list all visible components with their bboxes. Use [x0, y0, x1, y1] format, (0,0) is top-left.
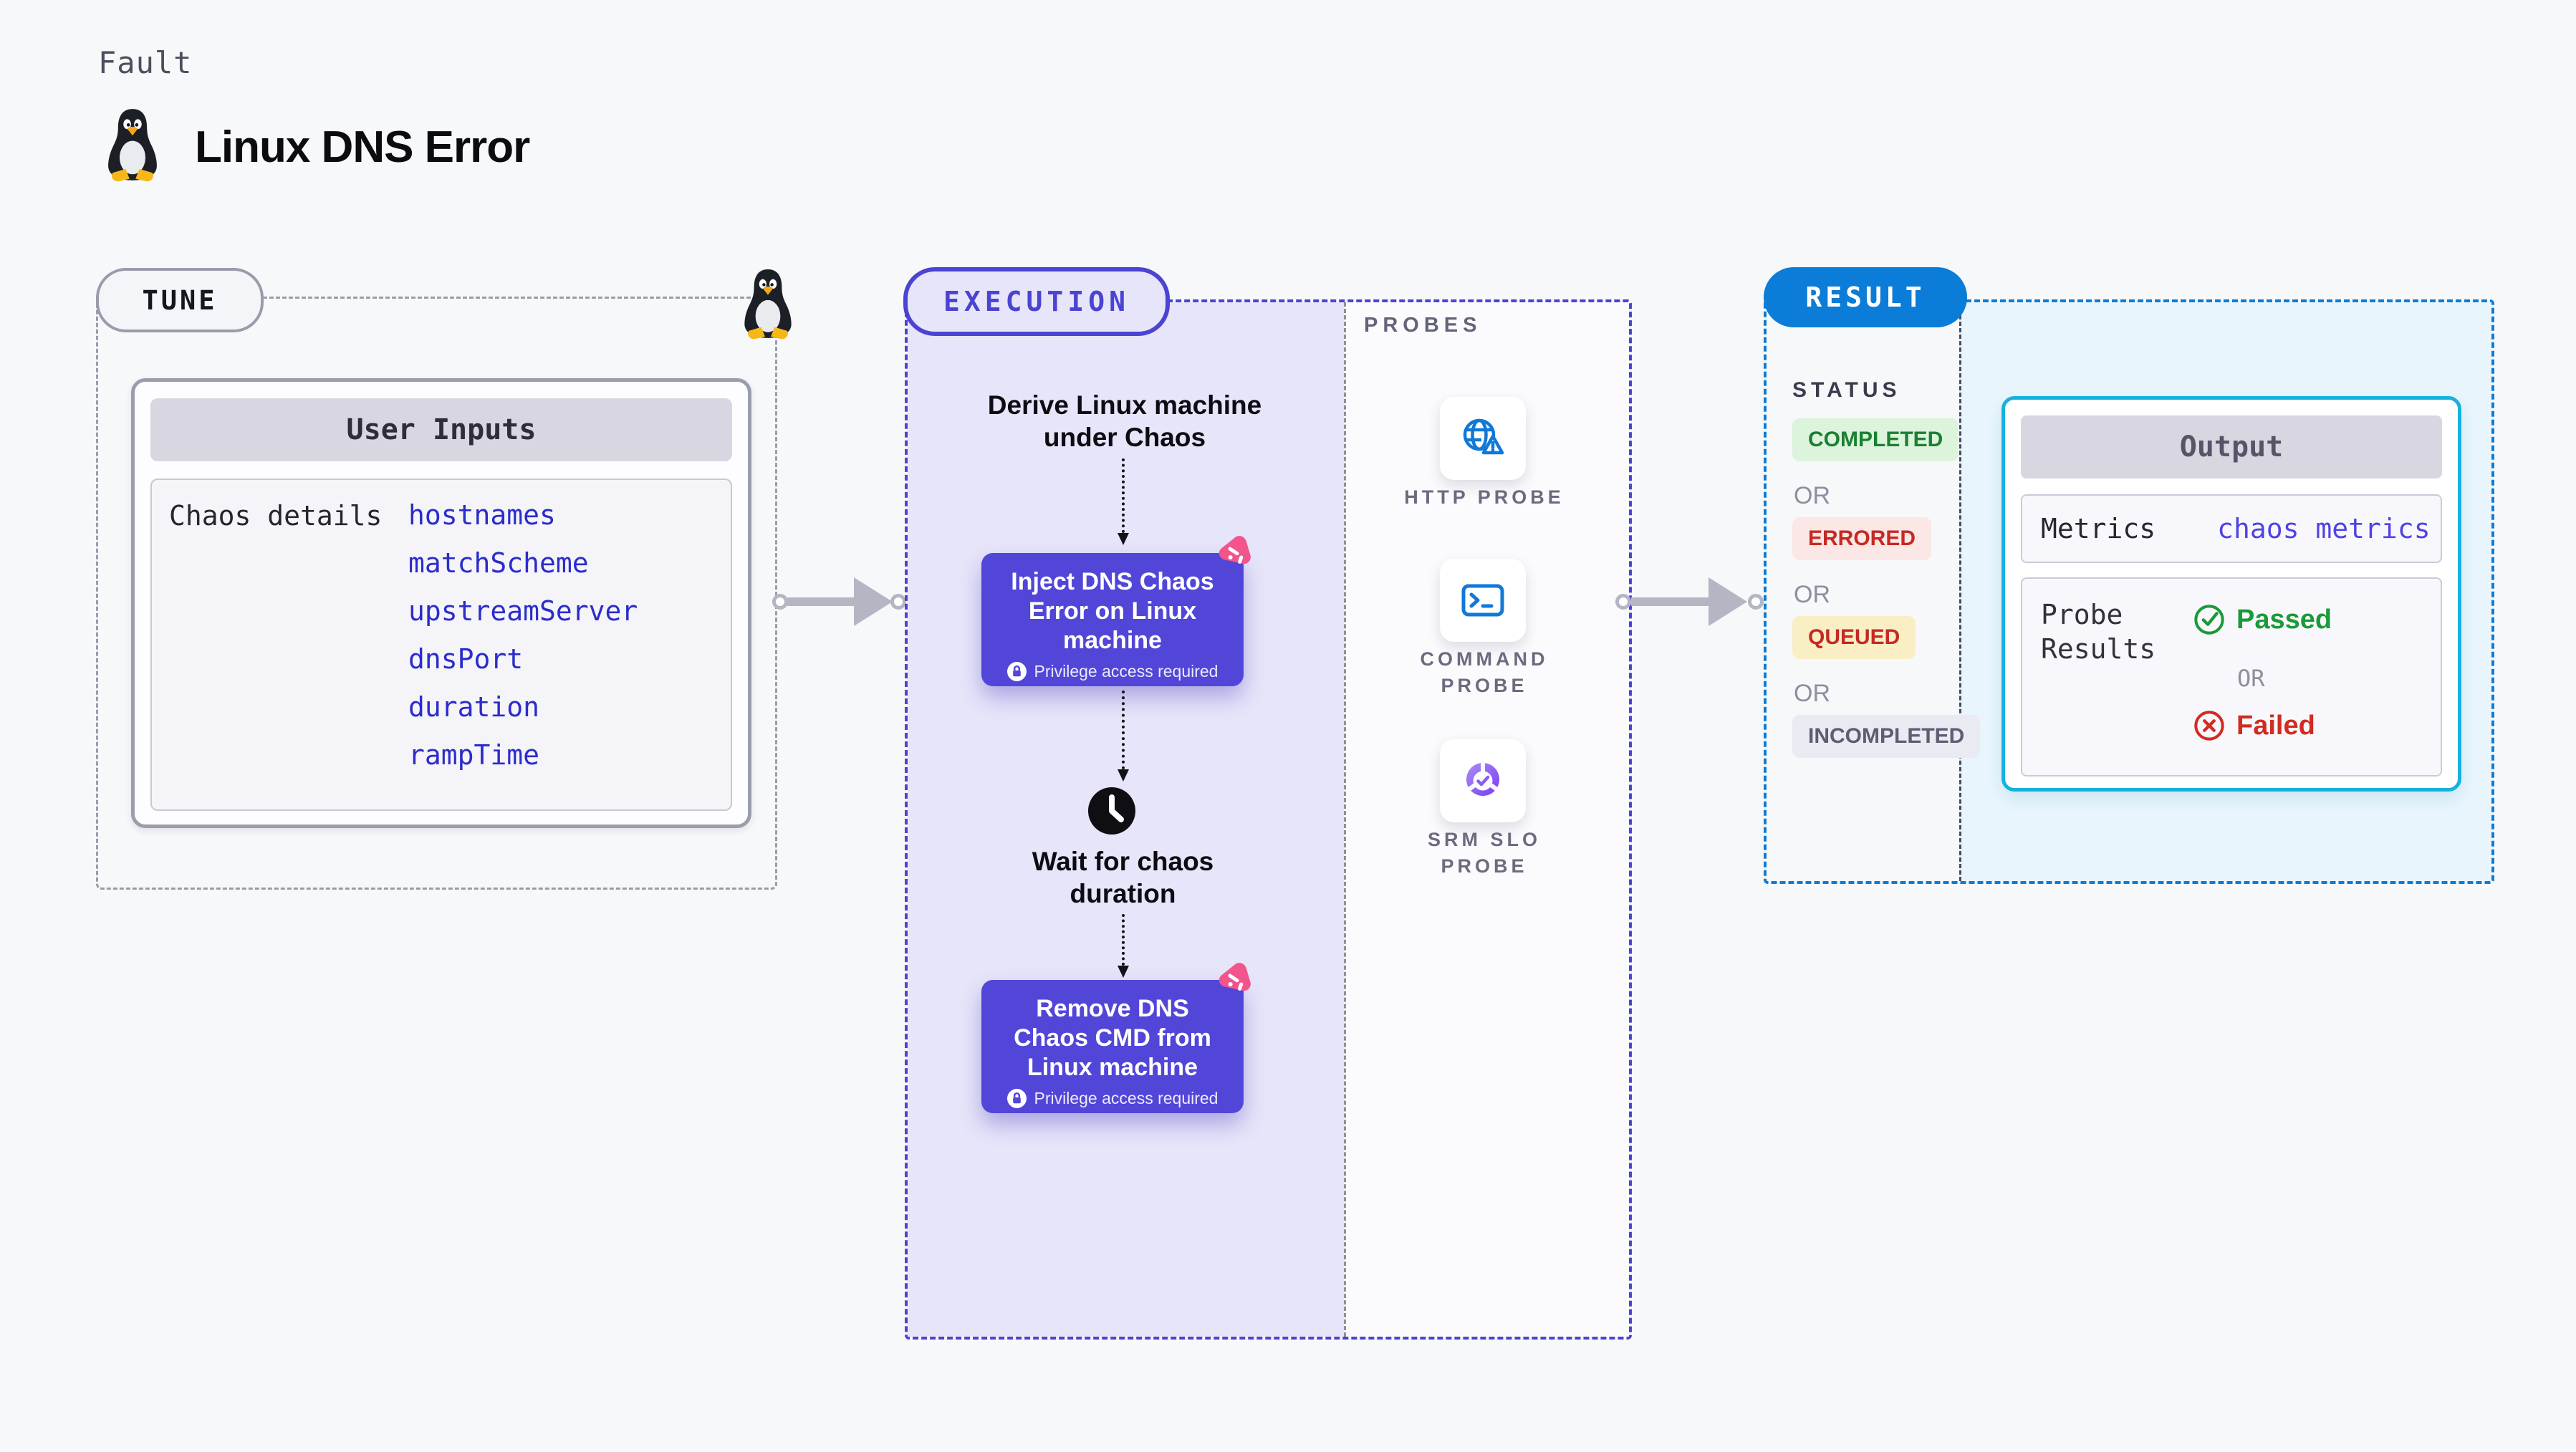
arrow-head	[854, 577, 893, 626]
connector-arrowhead	[1118, 769, 1129, 782]
page-title: Linux DNS Error	[195, 122, 530, 172]
lock-icon	[1006, 662, 1027, 681]
arrow-shaft	[787, 597, 856, 606]
arrow-end-dot	[890, 594, 906, 610]
terminal-icon	[1461, 584, 1504, 617]
linux-tux-small-icon	[744, 269, 792, 340]
http-probe-tile[interactable]	[1440, 397, 1526, 480]
wait-step-text: Wait for chaos duration	[1032, 847, 1214, 908]
input-link-upstreamserver[interactable]: upstreamServer	[408, 595, 638, 627]
chaos-details-label: Chaos details	[169, 500, 383, 532]
metrics-label: Metrics	[2041, 513, 2156, 544]
input-link-matchscheme[interactable]: matchScheme	[408, 547, 589, 579]
chaos-fault-icon	[1219, 963, 1251, 991]
probe-result-failed: Failed	[2193, 709, 2315, 742]
remove-node-title: Remove DNS Chaos CMD from Linux machine	[1014, 995, 1211, 1081]
input-link-hostnames[interactable]: hostnames	[408, 499, 556, 531]
x-circle-icon	[2194, 711, 2224, 741]
probe-results-label: Probe Results	[2041, 599, 2156, 665]
status-badge-incompleted: INCOMPLETED	[1792, 715, 1981, 758]
connector-arrowhead	[1118, 533, 1129, 545]
user-inputs-card: User Inputs Chaos details hostnames matc…	[131, 378, 751, 828]
lock-icon	[1006, 1089, 1027, 1108]
or-separator: OR	[1794, 581, 1830, 608]
result-badge: RESULT	[1764, 267, 1967, 327]
inject-node-title: Inject DNS Chaos Error on Linux machine	[1011, 568, 1214, 654]
failed-label: Failed	[2236, 710, 2315, 741]
connector-line	[1122, 914, 1125, 966]
globe-alert-icon	[1463, 418, 1504, 455]
wait-clock-icon	[1088, 787, 1135, 835]
chaos-metrics-link[interactable]: chaos metrics	[2217, 513, 2431, 544]
or-separator: OR	[1794, 680, 1830, 707]
derive-step-text: Derive Linux machine under Chaos	[987, 390, 1262, 452]
probes-label: PROBES	[1364, 314, 1482, 337]
tune-badge: TUNE	[96, 268, 264, 332]
connector-line	[1122, 458, 1125, 533]
srm-slo-probe-tile[interactable]	[1440, 739, 1526, 822]
fault-kind-label: Fault	[98, 45, 193, 80]
privilege-note: Privilege access required	[1034, 1089, 1219, 1107]
connector-arrowhead	[1118, 966, 1129, 978]
user-inputs-header: User Inputs	[150, 398, 732, 461]
check-circle-icon	[2194, 605, 2224, 635]
probe-result-passed: Passed	[2193, 603, 2332, 636]
user-inputs-body: Chaos details hostnames matchScheme upst…	[150, 479, 732, 811]
privilege-note: Privilege access required	[1034, 662, 1219, 681]
connector-line	[1122, 691, 1125, 769]
output-header: Output	[2021, 415, 2442, 479]
remove-chaos-node: Remove DNS Chaos CMD from Linux machine …	[981, 980, 1244, 1113]
or-separator: OR	[2237, 665, 2265, 692]
passed-label: Passed	[2236, 604, 2332, 635]
output-card: Output Metrics chaos metrics Probe Resul…	[2001, 396, 2461, 792]
execution-badge: EXECUTION	[903, 267, 1170, 336]
input-link-duration[interactable]: duration	[408, 691, 540, 723]
status-badge-errored: ERRORED	[1792, 517, 1932, 560]
arrow-start-dot	[1615, 594, 1631, 610]
input-link-dnsport[interactable]: dnsPort	[408, 643, 524, 675]
slo-donut-icon	[1466, 761, 1499, 796]
metrics-row: Metrics chaos metrics	[2021, 494, 2442, 563]
tune-section	[96, 297, 777, 890]
srm-slo-probe-label: SRM SLO PROBE	[1427, 829, 1541, 877]
arrow-shaft	[1631, 597, 1710, 606]
inject-chaos-node: Inject DNS Chaos Error on Linux machine …	[981, 553, 1244, 686]
command-probe-tile[interactable]	[1440, 559, 1526, 642]
status-label: STATUS	[1792, 378, 1901, 402]
input-link-ramptime[interactable]: rampTime	[408, 739, 540, 771]
command-probe-label: COMMAND PROBE	[1420, 648, 1549, 696]
or-separator: OR	[1794, 482, 1830, 509]
http-probe-label: HTTP PROBE	[1404, 486, 1565, 508]
arrow-end-dot	[1748, 594, 1764, 610]
status-badge-completed: COMPLETED	[1792, 418, 1959, 461]
probe-results-row: Probe Results Passed OR Failed	[2021, 577, 2442, 777]
status-badge-queued: QUEUED	[1792, 616, 1916, 659]
arrow-start-dot	[772, 594, 788, 610]
linux-tux-icon	[108, 109, 157, 182]
chaos-fault-icon	[1219, 536, 1251, 564]
arrow-head	[1708, 577, 1747, 626]
